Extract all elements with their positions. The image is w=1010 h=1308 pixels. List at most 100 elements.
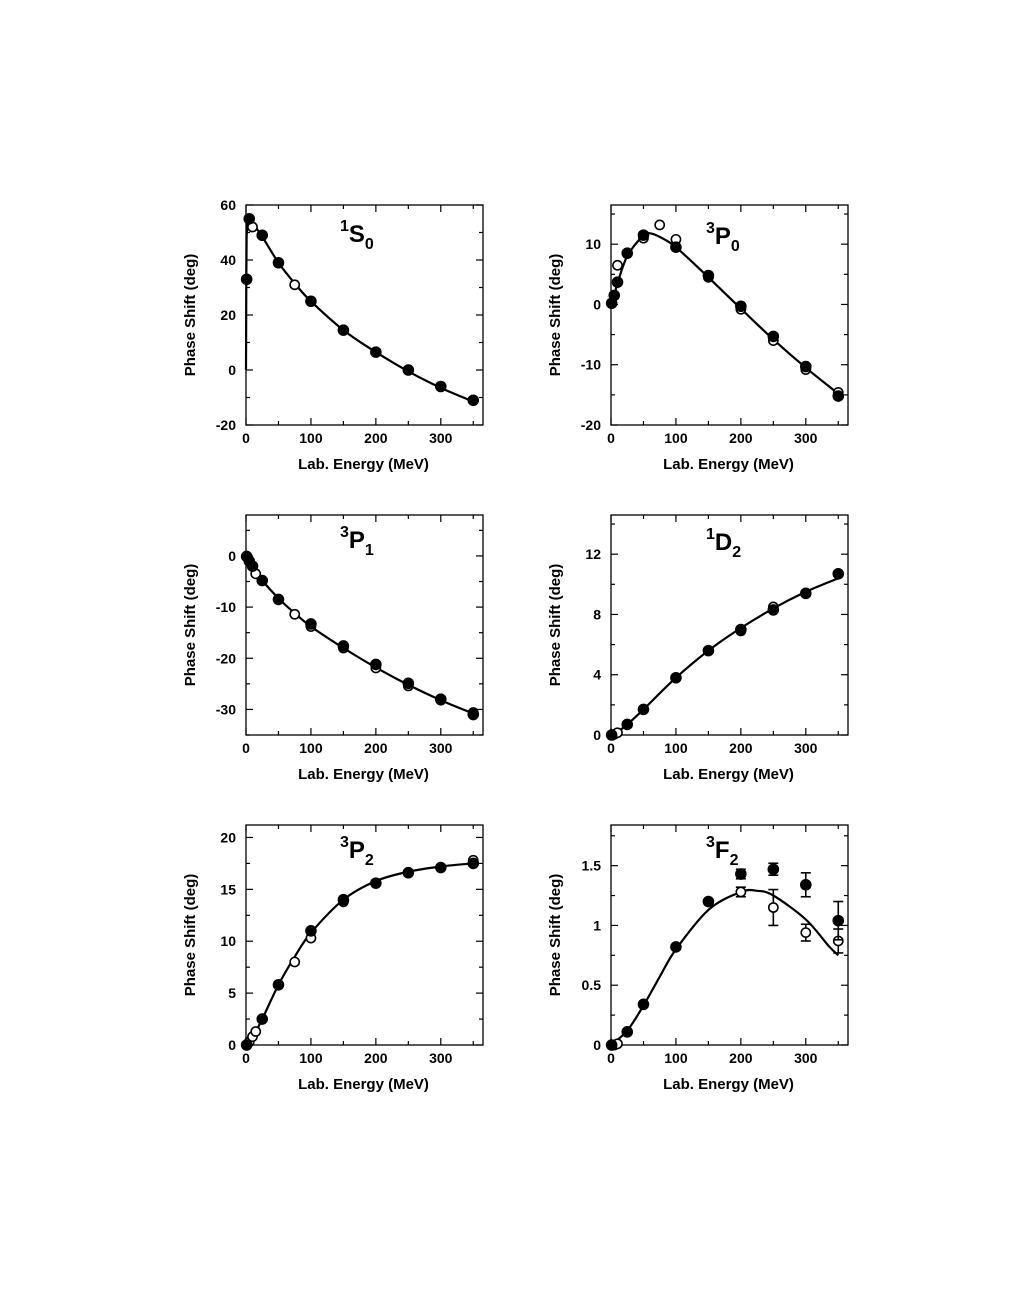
y-tick-label: 0 — [228, 1037, 236, 1053]
y-tick-label: 4 — [593, 667, 601, 683]
filled-circle-point — [467, 857, 480, 870]
filled-circle-point — [243, 212, 256, 225]
filled-circle-point — [370, 346, 382, 358]
filled-circle-point — [305, 618, 317, 630]
y-tick-label: -20 — [216, 650, 236, 666]
open-circle-point — [612, 259, 623, 271]
x-tick-label: 100 — [664, 1050, 688, 1066]
y-tick-label: 15 — [220, 881, 236, 897]
open-circle-point — [289, 956, 301, 968]
x-tick-label: 300 — [429, 1050, 453, 1066]
x-tick-label: 0 — [242, 1050, 250, 1066]
y-tick-label: 1 — [593, 917, 601, 933]
y-axis-label: Phase Shift (deg) — [182, 254, 199, 377]
title-subscript: 0 — [365, 236, 374, 253]
filled-circle-point — [608, 289, 621, 302]
y-tick-label: 5 — [228, 985, 236, 1001]
filled-circle-point — [621, 247, 634, 260]
filled-circle-point — [832, 390, 845, 402]
partial-wave-label: 1D2 — [706, 526, 741, 561]
filled-circle-point — [256, 1013, 269, 1025]
plot-frame — [610, 514, 849, 736]
filled-circle-point — [337, 324, 350, 336]
filled-circle-point — [799, 587, 812, 600]
y-tick-label: 0 — [228, 362, 236, 378]
filled-circle-point — [767, 863, 780, 876]
title-letter: P — [349, 527, 365, 554]
x-tick-label: 100 — [299, 740, 323, 756]
title-letter: P — [349, 837, 365, 864]
filled-circle-point — [702, 644, 715, 657]
title-superscript: 1 — [340, 218, 349, 235]
x-tick-label: 0 — [242, 740, 250, 756]
y-tick-label: 0 — [228, 548, 236, 564]
x-tick-label: 200 — [364, 430, 388, 446]
title-subscript: 2 — [730, 852, 739, 869]
filled-circle-point — [832, 914, 845, 927]
filled-circle-point — [467, 394, 480, 407]
x-tick-label: 200 — [729, 430, 753, 446]
filled-circle-point — [402, 677, 415, 690]
title-superscript: 3 — [706, 834, 715, 851]
y-tick-label: -10 — [216, 599, 236, 615]
title-superscript: 3 — [706, 220, 715, 237]
filled-circle-point — [621, 1026, 634, 1038]
filled-circle-point — [735, 300, 747, 313]
filled-circle-point — [402, 364, 415, 376]
title-subscript: 1 — [365, 542, 374, 559]
x-axis-label: Lab. Energy (MeV) — [663, 1076, 794, 1093]
filled-circle-point — [832, 567, 845, 580]
y-axis-label: Phase Shift (deg) — [182, 874, 199, 997]
x-tick-label: 200 — [729, 1050, 753, 1066]
filled-circle-point — [621, 718, 634, 731]
x-axis-label: Lab. Energy (MeV) — [663, 766, 794, 783]
filled-circle-point — [605, 729, 618, 741]
filled-circle-point — [337, 640, 350, 652]
partial-wave-label: 3P1 — [340, 524, 374, 559]
y-axis-label: Phase Shift (deg) — [182, 564, 199, 687]
filled-circle-point — [767, 330, 780, 343]
x-tick-label: 300 — [794, 1050, 818, 1066]
filled-circle-point — [240, 1039, 253, 1051]
theory-curve — [245, 555, 474, 715]
x-tick-label: 0 — [607, 1050, 615, 1066]
y-tick-label: 1.5 — [582, 858, 602, 874]
open-circle-point — [289, 279, 301, 291]
plot-frame — [610, 204, 849, 426]
y-tick-label: 0.5 — [582, 977, 602, 993]
theory-curve — [245, 862, 474, 1046]
filled-circle-point — [337, 893, 350, 906]
title-superscript: 3 — [340, 524, 349, 541]
open-circle-point — [289, 608, 301, 620]
y-axis-label: Phase Shift (deg) — [547, 874, 564, 997]
title-superscript: 1 — [706, 526, 715, 543]
y-tick-label: 20 — [220, 829, 236, 845]
plot-frame — [245, 514, 484, 736]
filled-circle-point — [670, 671, 682, 684]
x-tick-label: 0 — [607, 430, 615, 446]
y-tick-label: 12 — [585, 546, 601, 562]
x-tick-label: 300 — [429, 740, 453, 756]
open-circle-point — [735, 886, 747, 898]
filled-circle-point — [799, 360, 812, 373]
x-tick-label: 300 — [429, 430, 453, 446]
plot-frame — [610, 824, 849, 1046]
x-tick-label: 200 — [364, 1050, 388, 1066]
filled-circle-point — [256, 574, 269, 587]
x-tick-label: 200 — [364, 740, 388, 756]
y-tick-label: -10 — [581, 357, 601, 373]
y-axis-label: Phase Shift (deg) — [547, 564, 564, 687]
filled-circle-point — [702, 895, 715, 908]
open-circle-point — [654, 219, 666, 231]
filled-circle-point — [637, 229, 650, 241]
title-letter: D — [715, 529, 732, 556]
y-tick-label: -20 — [581, 417, 601, 433]
partial-wave-label: 3P0 — [706, 220, 740, 255]
y-tick-label: 20 — [220, 307, 236, 323]
filled-circle-point — [305, 295, 317, 308]
filled-circle-point — [767, 604, 780, 616]
